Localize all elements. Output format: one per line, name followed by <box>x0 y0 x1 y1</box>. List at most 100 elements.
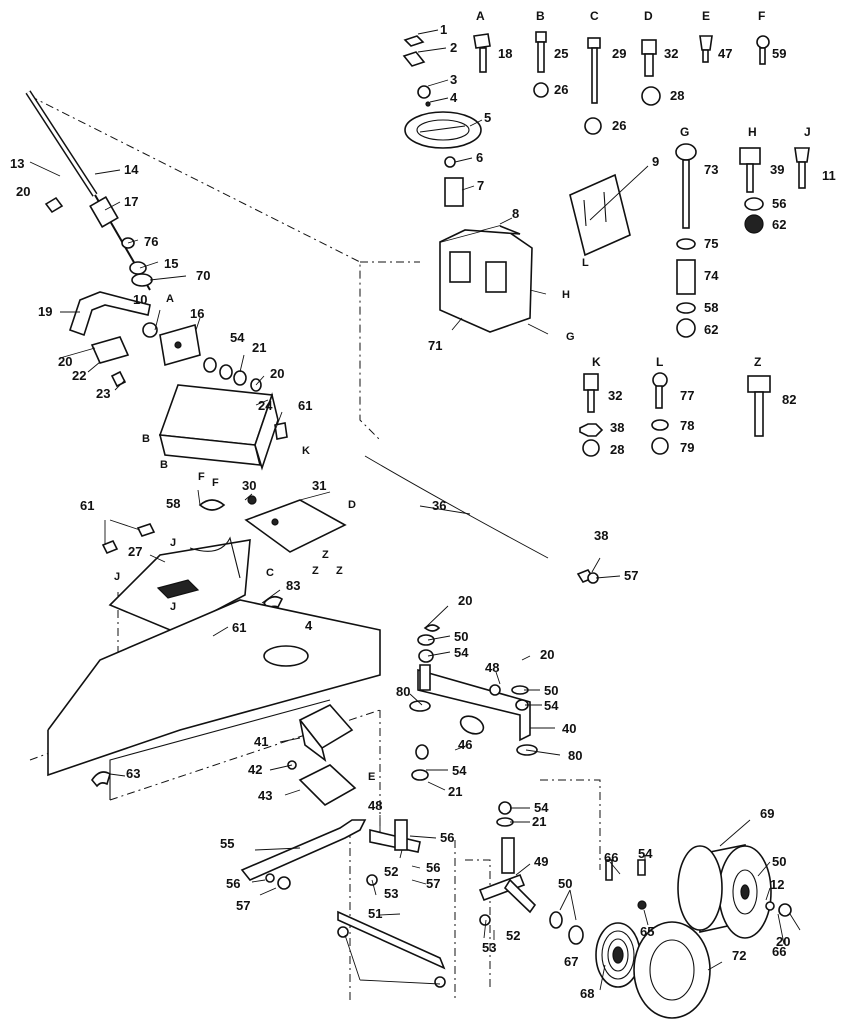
hw-L-79: 79 <box>680 440 694 455</box>
callout-46: 46 <box>458 737 472 752</box>
callout-68: 68 <box>580 986 594 1001</box>
hw-G-75: 75 <box>704 236 718 251</box>
steering-wheel-5 <box>402 35 482 207</box>
hw-letter-E: E <box>702 9 710 23</box>
callout-10: 10 <box>133 292 147 307</box>
callout-20d: 20 <box>458 593 472 608</box>
hw-Z-82: 82 <box>782 392 796 407</box>
ref-L: L <box>582 257 589 269</box>
callout-56a: 56 <box>440 830 454 845</box>
front-axle-40 <box>409 664 538 756</box>
spindle-49 <box>478 837 537 926</box>
callout-21a: 21 <box>252 340 266 355</box>
ref-F-1: F <box>198 471 205 483</box>
hw-letter-K: K <box>592 355 601 369</box>
hw-H-56: 56 <box>772 196 786 211</box>
hw-D-28: 28 <box>670 88 684 103</box>
callout-36: 36 <box>432 498 446 513</box>
hw-F-59: 59 <box>772 46 786 61</box>
callout-31: 31 <box>312 478 326 493</box>
callout-40: 40 <box>562 721 576 736</box>
bracket-16 <box>142 322 201 367</box>
callout-55: 55 <box>220 836 234 851</box>
hw-C-26: 26 <box>612 118 626 133</box>
hw-L-77: 77 <box>680 388 694 403</box>
hw-J-11: 11 <box>822 168 836 183</box>
callout-4b: 4 <box>305 618 313 633</box>
callout-41: 41 <box>254 734 268 749</box>
ref-A: A <box>166 293 174 305</box>
hw-G-73: 73 <box>704 162 718 177</box>
callout-58: 58 <box>166 496 180 511</box>
wheel-assembly <box>549 911 711 1019</box>
callout-22: 22 <box>72 368 86 383</box>
hw-letter-H: H <box>748 125 757 139</box>
callout-65: 65 <box>640 924 654 939</box>
callout-5: 5 <box>484 110 491 125</box>
clip-61-b <box>101 539 119 555</box>
callout-43: 43 <box>258 788 272 803</box>
callout-14: 14 <box>124 162 139 177</box>
callout-1: 1 <box>440 22 447 37</box>
hw-letter-B: B <box>536 9 545 23</box>
hw-K-38: 38 <box>610 420 624 435</box>
hw-letter-L: L <box>656 355 663 369</box>
clip-63 <box>91 771 111 788</box>
callout-54d: 54 <box>452 763 467 778</box>
hw-H-62: 62 <box>772 217 786 232</box>
leader-lines <box>29 29 801 991</box>
callout-42: 42 <box>248 762 262 777</box>
callout-54a: 54 <box>230 330 245 345</box>
bracket-41 <box>298 704 354 762</box>
key-23 <box>110 370 127 388</box>
callout-4: 4 <box>450 90 458 105</box>
hw-B-25: 25 <box>554 46 568 61</box>
bracket-43 <box>298 764 357 806</box>
callout-20b: 20 <box>58 354 72 369</box>
callout-21c: 21 <box>532 814 546 829</box>
ref-B-2: B <box>160 459 168 471</box>
clip-20-top <box>423 624 441 632</box>
callout-52b: 52 <box>506 928 520 943</box>
bracket-24 <box>158 384 279 471</box>
callout-38b: 38 <box>594 528 608 543</box>
tube-19 <box>68 291 151 364</box>
callout-19: 19 <box>38 304 52 319</box>
cap-65 <box>637 900 647 910</box>
hw-G-62: 62 <box>704 322 718 337</box>
callout-2: 2 <box>450 40 457 55</box>
callout-71: 71 <box>428 338 442 353</box>
callout-51: 51 <box>368 906 382 921</box>
callout-66: 66 <box>604 850 618 865</box>
clip-20 <box>44 196 64 214</box>
hw-G-74: 74 <box>704 268 719 283</box>
callout-49: 49 <box>534 854 548 869</box>
callout-7: 7 <box>477 178 484 193</box>
nut-58 <box>198 499 226 511</box>
hw-letter-G: G <box>680 125 689 139</box>
ref-Z-1: Z <box>322 549 329 561</box>
ref-J-3: J <box>170 601 176 613</box>
hw-K-32: 32 <box>608 388 622 403</box>
callout-16: 16 <box>190 306 204 321</box>
callout-80b: 80 <box>568 748 582 763</box>
panel-9 <box>569 173 631 257</box>
ref-J-2: J <box>114 571 120 583</box>
hw-letter-Z: Z <box>754 355 761 369</box>
ref-B-1: B <box>142 433 150 445</box>
hw-A-18: 18 <box>498 46 512 61</box>
callout-12: 12 <box>770 877 784 892</box>
drag-link-55 <box>240 819 367 881</box>
callout-20e: 20 <box>540 647 554 662</box>
callout-72: 72 <box>732 948 746 963</box>
hw-C-29: 29 <box>612 46 626 61</box>
callout-21b: 21 <box>448 784 462 799</box>
callout-54c: 54 <box>544 698 559 713</box>
ref-D: D <box>348 499 356 511</box>
callout-54e: 54 <box>534 800 549 815</box>
hw-letter-A: A <box>476 9 485 23</box>
callout-3: 3 <box>450 72 457 87</box>
hardware-refs: A B B C D E F F G H J J J K L Z Z Z <box>114 257 589 783</box>
hw-D-32: 32 <box>664 46 678 61</box>
